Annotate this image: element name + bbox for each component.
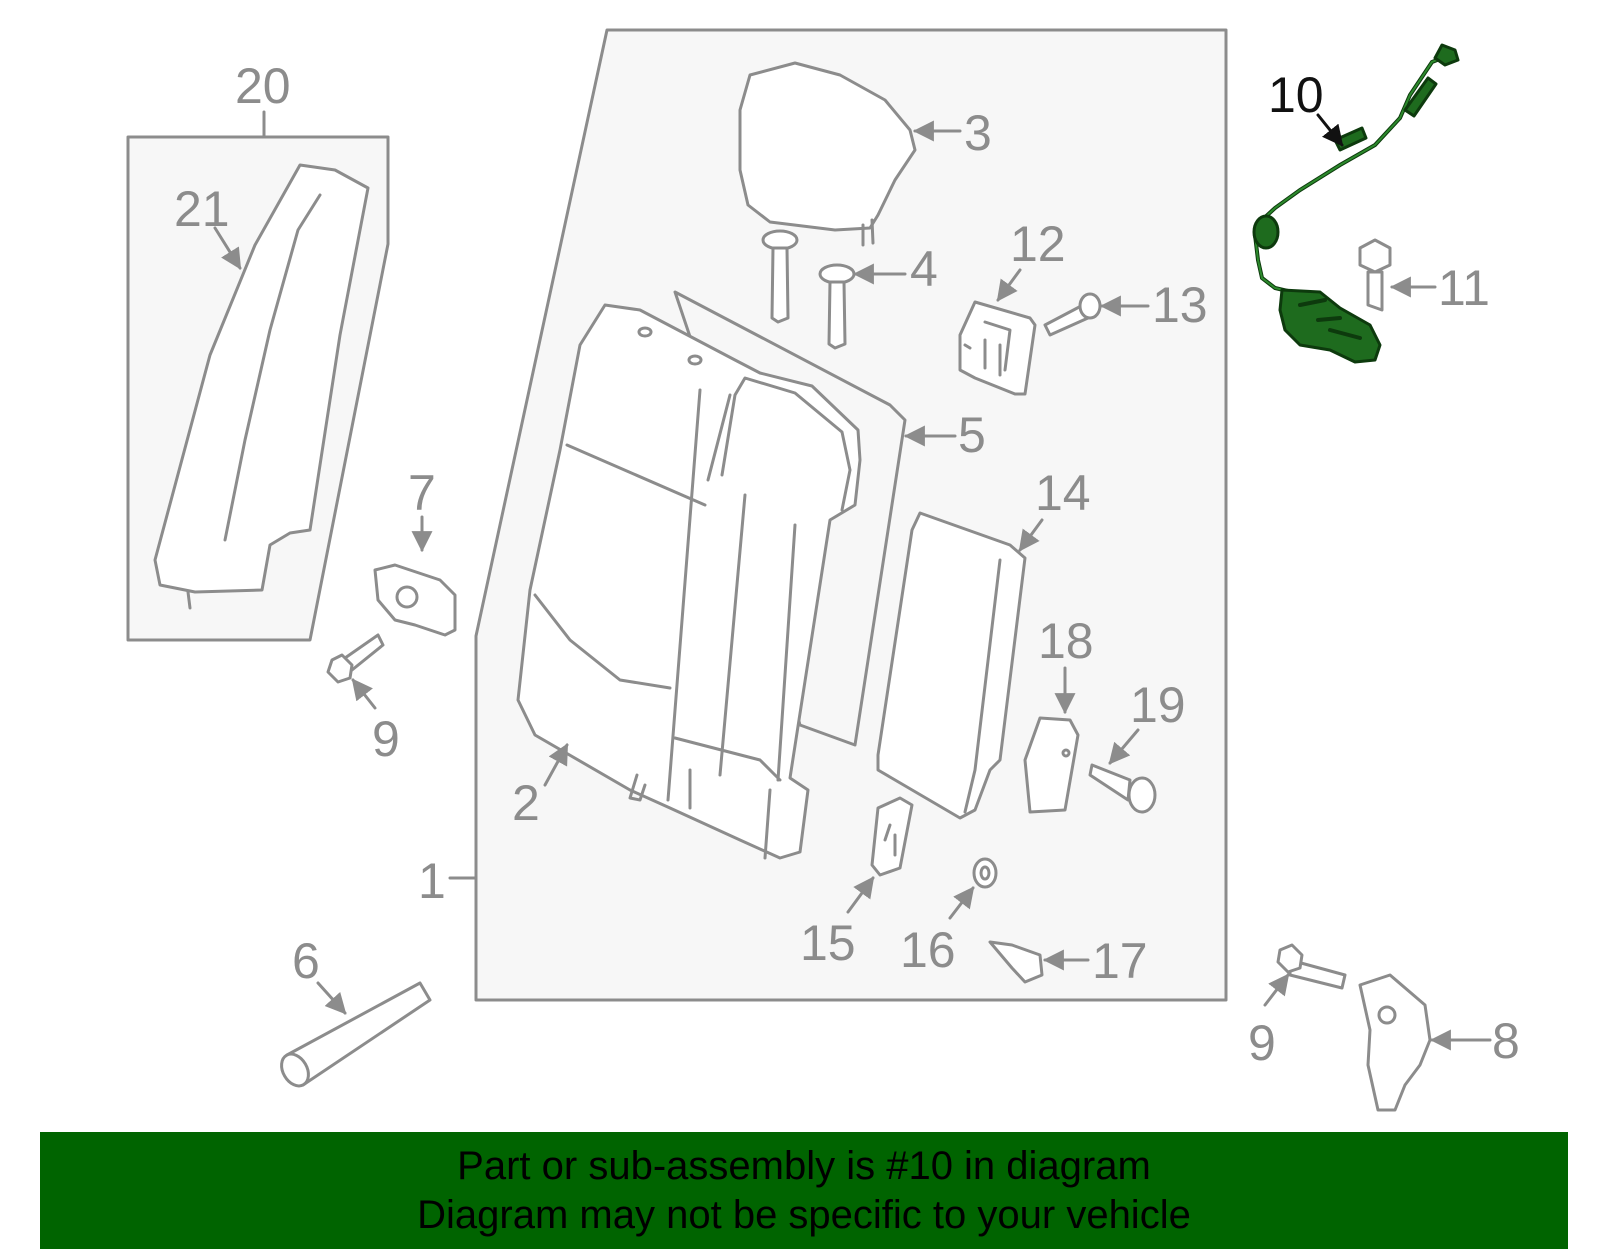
- part-2-seatback[interactable]: [516, 303, 862, 860]
- leader-6: [316, 981, 347, 1015]
- part-7-bracket-hole: [395, 585, 419, 609]
- callout-2: 2: [512, 775, 540, 831]
- leader-12: [996, 268, 1022, 302]
- part-12-striker[interactable]: [958, 300, 1037, 396]
- banner-line-1: Part or sub-assembly is #10 in diagram: [457, 1143, 1151, 1188]
- callout-13: 13: [1152, 277, 1208, 333]
- callout-16: 16: [900, 922, 956, 978]
- callout-1: 1: [418, 853, 446, 909]
- callout-9-right: 9: [1248, 1015, 1276, 1071]
- leader-2: [543, 743, 569, 787]
- callout-17: 17: [1092, 933, 1148, 989]
- part-9-bolt-right[interactable]: [1276, 943, 1347, 990]
- callout-11: 11: [1438, 260, 1490, 316]
- callout-14: 14: [1035, 465, 1091, 521]
- leader-19: [1108, 728, 1140, 765]
- leader-16: [948, 886, 975, 920]
- callout-4: 4: [910, 241, 938, 297]
- part-13-screw[interactable]: [1043, 292, 1102, 337]
- callout-8: 8: [1492, 1013, 1520, 1069]
- part-16-washer[interactable]: [972, 857, 998, 889]
- leader-14: [1018, 518, 1044, 552]
- part-10-cable-latch[interactable]: [1252, 43, 1460, 364]
- callout-10: 10: [1268, 67, 1324, 123]
- callout-9-left: 9: [372, 711, 400, 767]
- part-15-bracket[interactable]: [870, 796, 914, 877]
- part-3-headrest[interactable]: [738, 61, 917, 232]
- callout-5: 5: [958, 407, 986, 463]
- leader-15: [846, 876, 875, 914]
- callout-21: 21: [174, 181, 230, 237]
- callout-7: 7: [408, 465, 436, 521]
- callout-3: 3: [964, 105, 992, 161]
- callout-20: 20: [235, 58, 291, 114]
- part-2-hook: [628, 773, 647, 802]
- banner-line-2: Diagram may not be specific to your vehi…: [417, 1192, 1191, 1237]
- part-14-armrest-edge: [963, 558, 1002, 814]
- callout-6: 6: [292, 933, 320, 989]
- part-2-hole-a: [637, 326, 653, 338]
- leader-21: [213, 226, 242, 270]
- leader-10: [1316, 113, 1344, 147]
- part-3-headrest-stay: [861, 218, 875, 247]
- callout-15: 15: [800, 915, 856, 971]
- info-banner: Part or sub-assembly is #10 in diagram D…: [40, 1132, 1568, 1249]
- part-4-headrest-guides[interactable]: [761, 229, 856, 350]
- callout-12: 12: [1010, 216, 1066, 272]
- part-17-clip[interactable]: [988, 940, 1044, 984]
- part-8-hinge[interactable]: [1358, 973, 1432, 1112]
- leader-9-left: [351, 678, 377, 710]
- part-19-screw[interactable]: [1088, 763, 1157, 814]
- part-21-bolster-cover[interactable]: [153, 163, 370, 594]
- callout-18: 18: [1038, 613, 1094, 669]
- part-15-bracket-detail: [883, 823, 897, 857]
- part-18-hole: [1061, 748, 1071, 758]
- part-21-bolster-edge: [186, 193, 322, 610]
- part-16-washer-hole: [979, 865, 991, 881]
- callout-19: 19: [1130, 677, 1186, 733]
- leader-9-right: [1263, 973, 1290, 1007]
- part-6-rod[interactable]: [276, 981, 432, 1091]
- part-9-bolt-left[interactable]: [326, 633, 385, 684]
- part-8-hinge-hole: [1377, 1005, 1397, 1025]
- part-2-hole-b: [687, 354, 703, 366]
- part-11-bolt[interactable]: [1358, 238, 1392, 312]
- part-14-armrest[interactable]: [876, 511, 1027, 820]
- part-12-striker-detail: [963, 320, 1012, 377]
- part-18-cover[interactable]: [1023, 716, 1080, 814]
- part-2-seatback-seams: [533, 376, 852, 860]
